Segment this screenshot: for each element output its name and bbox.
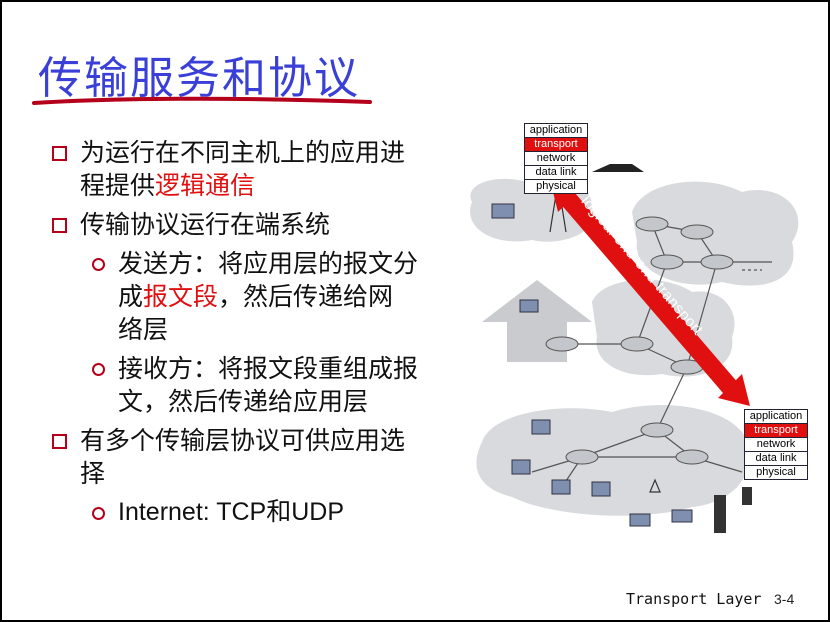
bullet-3-text: 有多个传输层协议可供应用选择	[80, 426, 406, 488]
sub-bullet-internet-text: Internet: TCP和UDP	[118, 498, 345, 526]
layer-data-link: data link	[745, 452, 807, 466]
sub-bullet-sender: 发送方：将应用层的报文分成报文段，然后传递给网络层	[48, 247, 418, 346]
protocol-stack-left: application transport network data link …	[524, 123, 588, 194]
layer-application: application	[745, 410, 807, 424]
bullet-1-highlight: 逻辑通信	[155, 171, 256, 200]
layer-transport: transport	[745, 424, 807, 438]
sub-bullet-sender-highlight: 报文段	[143, 282, 219, 311]
layer-data-link: data link	[525, 166, 587, 180]
sub-bullet-sender-text-b: ，然后传递给网络层	[118, 282, 394, 344]
sub-bullet-receiver-text: 接收方：将报文段重组成报文，然后传递给应用层	[118, 354, 419, 416]
page-number: 3-4	[774, 591, 795, 607]
title-underline	[32, 96, 372, 105]
layer-transport: transport	[525, 138, 587, 152]
network-clouds	[470, 164, 799, 533]
bullet-1-text-a: 为运行在不同主机上的应用进程提供	[80, 138, 406, 200]
bullet-2-text: 传输协议运行在端系统	[80, 210, 331, 239]
circle-bullet-icon	[92, 363, 105, 376]
layer-physical: physical	[536, 180, 576, 192]
protocol-stack-right: application transport network data link …	[744, 409, 808, 480]
sub-bullet-receiver: 接收方：将报文段重组成报文，然后传递给应用层	[48, 352, 418, 418]
bullet-3: 有多个传输层协议可供应用选择	[48, 424, 418, 490]
layer-application: application	[525, 124, 587, 138]
square-bullet-icon	[52, 218, 67, 233]
slide-title: 传输服务和协议	[38, 53, 360, 104]
sub-bullet-sender-text-a: 发送方：将应用层的报文分成	[118, 249, 419, 311]
bullet-2: 传输协议运行在端系统	[48, 208, 418, 241]
sub-bullet-internet: Internet: TCP和UDP	[48, 496, 418, 529]
network-diagram: logical end-end transport application tr…	[442, 112, 826, 552]
square-bullet-icon	[52, 146, 67, 161]
layer-network: network	[525, 152, 587, 166]
footer-label: Transport Layer	[626, 590, 762, 608]
circle-bullet-icon	[92, 258, 105, 271]
square-bullet-icon	[52, 434, 67, 449]
bullet-1: 为运行在不同主机上的应用进程提供逻辑通信	[48, 136, 418, 202]
bullet-list: 为运行在不同主机上的应用进程提供逻辑通信 传输协议运行在端系统 发送方：将应用层…	[48, 136, 418, 535]
layer-physical: physical	[756, 466, 796, 478]
layer-network: network	[745, 438, 807, 452]
circle-bullet-icon	[92, 507, 105, 520]
